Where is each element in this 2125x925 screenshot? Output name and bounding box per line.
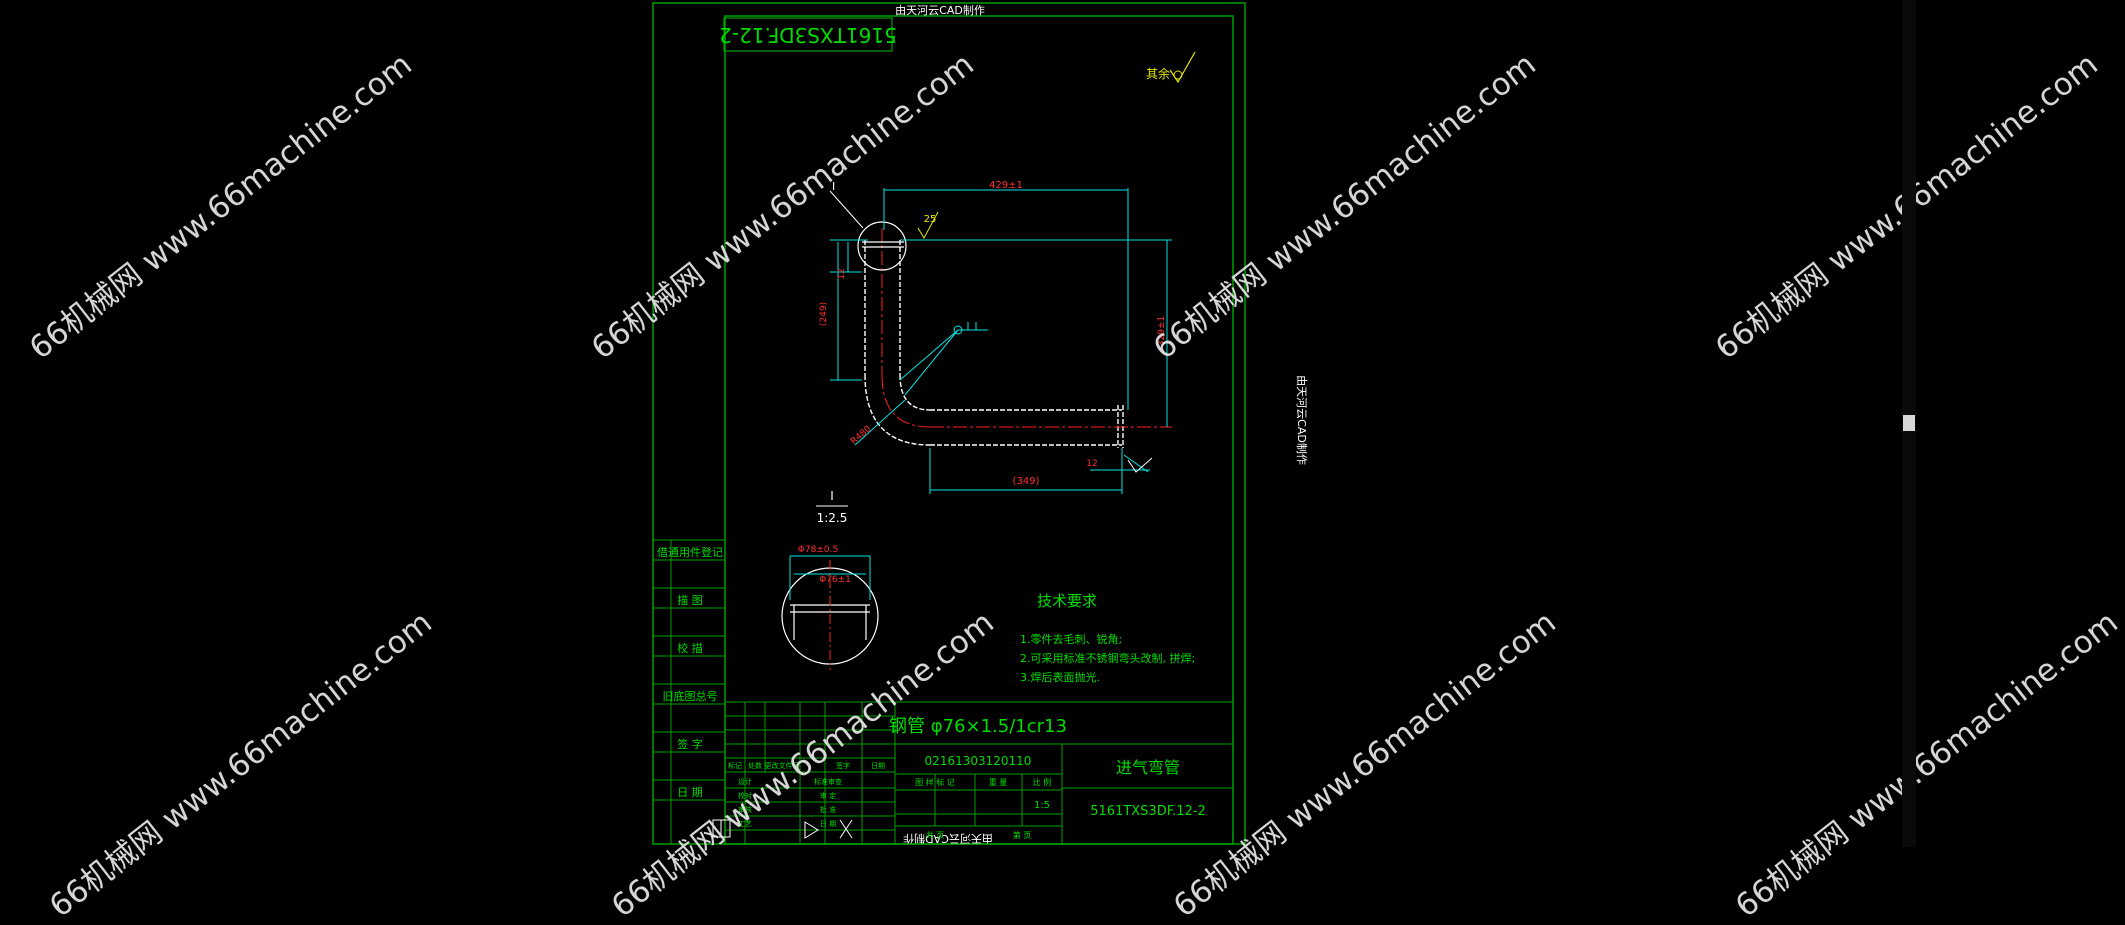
side-label-2: 描 图	[677, 593, 703, 607]
dim-12-bottom: 12	[1086, 459, 1097, 469]
section-label-I: I	[830, 489, 834, 503]
credit-top: 由天河云CAD制作	[895, 3, 985, 17]
side-label-4: 旧底图总号	[663, 689, 718, 703]
row-label-2: 校对	[738, 791, 752, 800]
sheet-label: 第 页	[1013, 830, 1032, 840]
pipe-outline	[864, 240, 1124, 448]
dim-329: 329±1	[1157, 316, 1167, 346]
col-label-2: 处数	[748, 761, 762, 770]
row-label-1: 设计	[738, 777, 752, 786]
tech-req-title: 技术要求	[1037, 592, 1097, 610]
part-name: 进气弯管	[1116, 758, 1180, 777]
row-label-4: 工艺	[738, 820, 752, 828]
material-spec: 钢管 φ76×1.5/1cr13	[889, 716, 1067, 737]
row-label-right-4: 日 期	[820, 820, 836, 828]
stage-label: 图 样 标 记	[915, 777, 955, 787]
dim-roughness-25: 25	[924, 214, 937, 225]
row-label-right-2: 审 定	[820, 791, 836, 800]
title-block-grid	[724, 701, 1234, 845]
col-label-3: 更改文件号	[765, 761, 800, 770]
dim-radius: R480	[849, 424, 874, 447]
code-box-text: 5161TXS3DF.12-2	[719, 23, 897, 47]
pipe-centerline	[881, 228, 1172, 428]
roughness-symbol-rest	[1169, 51, 1196, 84]
col-label-5: 日期	[871, 762, 885, 770]
scale-label: 比 例	[1033, 777, 1052, 787]
tech-req-item-1: 1.零件去毛刺、锐角;	[1020, 632, 1122, 646]
side-label-grid	[653, 539, 725, 844]
section-scale: 1:2.5	[817, 511, 848, 525]
drawing-code: 5161TXS3DF.12-2	[1090, 804, 1206, 819]
roughness-symbol-25	[917, 211, 939, 240]
code-box	[723, 17, 893, 52]
row-label-right-1: 标准审查	[814, 777, 842, 786]
dim-249: (249)	[819, 302, 829, 326]
side-label-1: 借通用件登记	[657, 545, 723, 559]
row-label-right-3: 批 准	[820, 805, 836, 814]
detail-label-I: I	[832, 180, 835, 193]
side-label-6: 日 期	[677, 786, 703, 799]
scrollbar-thumb[interactable]	[1903, 415, 1915, 431]
credit-bottom: 由天河云CAD制作	[903, 832, 993, 846]
sheets-label: 共 页	[926, 831, 945, 840]
tech-req-item-3: 3.焊后表面抛光.	[1020, 670, 1100, 684]
side-label-3: 校 描	[677, 641, 703, 655]
drawing-svg: 由天河云CAD制作 由天河云CAD制作 由天河云CAD制作 5161TXS3DF…	[652, 2, 1309, 846]
part-number: 02161303120110	[925, 754, 1032, 768]
rest-finish-label: 其余	[1146, 66, 1170, 81]
diameter-outer: Φ78±0.5	[798, 545, 838, 555]
detail-circle-I	[857, 221, 907, 271]
diameter-inner: Φ76±1	[819, 575, 851, 585]
credit-right: 由天河云CAD制作	[1295, 375, 1309, 465]
dimension-lines	[830, 188, 1172, 494]
dim-12-left: 12	[837, 268, 847, 279]
scale-value: 1:5	[1034, 800, 1050, 811]
ucs-icon	[712, 819, 853, 839]
col-label-4: 签字	[836, 761, 850, 770]
side-label-5: 签 字	[677, 737, 703, 751]
col-label-1: 标记	[728, 761, 742, 770]
tech-req-item-2: 2.可采用标准不锈钢弯头改制, 拼焊;	[1020, 651, 1195, 665]
vertical-scrollbar[interactable]	[1902, 0, 1916, 847]
dim-349: (349)	[1013, 476, 1040, 487]
weight-label: 重 量	[989, 777, 1008, 787]
row-label-3: 审核	[738, 805, 752, 814]
dim-429: 429±1	[989, 180, 1023, 191]
